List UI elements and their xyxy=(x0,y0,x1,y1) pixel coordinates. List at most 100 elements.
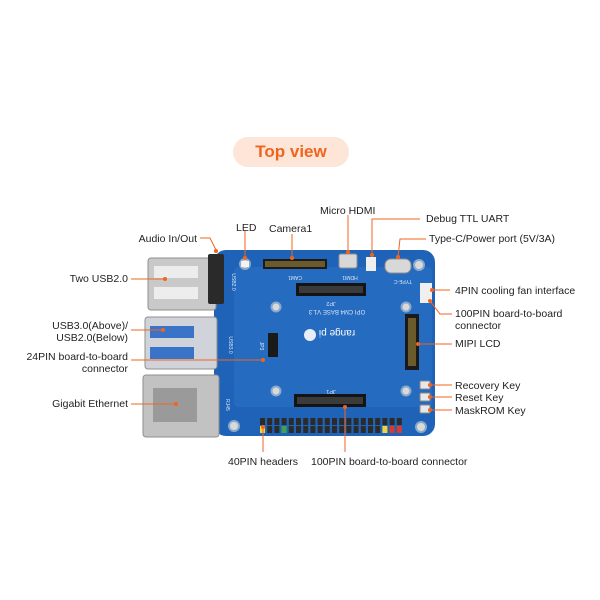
gpio-pin xyxy=(353,426,359,433)
gpio-pin xyxy=(360,418,366,425)
gpio-pin xyxy=(396,418,402,425)
gpio-pin xyxy=(324,418,330,425)
gpio-pin xyxy=(375,426,381,433)
gpio-pin xyxy=(288,418,294,425)
hole-low-left xyxy=(270,385,282,397)
label-40pin-headers: 40PIN headers xyxy=(228,456,299,468)
fan-connector xyxy=(420,283,432,303)
gpio-pin xyxy=(303,418,309,425)
gpio-pin xyxy=(346,418,352,425)
gpio-pin xyxy=(389,418,395,425)
logo-icon xyxy=(304,329,316,341)
gpio-pin xyxy=(310,426,316,433)
jp3-connector xyxy=(268,333,278,357)
gpio-pin xyxy=(360,426,366,433)
pcb-inner-panel xyxy=(234,267,432,407)
gpio-pin xyxy=(339,418,345,425)
gpio-pin xyxy=(296,426,301,433)
rj45-port xyxy=(142,374,220,438)
hole-bottom-right xyxy=(415,421,427,433)
hole-top-right xyxy=(413,259,425,271)
leader-audio xyxy=(200,237,217,251)
label-mipi-lcd: MIPI LCD xyxy=(455,338,501,350)
label-100pin-top-line2: connector xyxy=(455,320,502,332)
gpio-pin xyxy=(310,418,316,425)
gpio-pin xyxy=(353,418,359,425)
silk-rj45: RJ45 xyxy=(224,399,230,411)
gpio-pin xyxy=(382,418,388,425)
label-100pin-top-line1: 100PIN board-to-board xyxy=(455,308,563,320)
label-usb3-line2: USB2.0(Below) xyxy=(56,332,128,344)
label-led: LED xyxy=(236,222,257,234)
gpio-pin xyxy=(303,426,309,433)
leader-typec xyxy=(397,238,426,258)
gpio-pin xyxy=(281,426,287,433)
hole-mid-left xyxy=(270,301,282,313)
label-fan: 4PIN cooling fan interface xyxy=(455,285,576,297)
gpio-pin xyxy=(267,418,273,425)
label-debug-uart: Debug TTL UART xyxy=(426,213,510,225)
gpio-pin xyxy=(281,418,287,425)
key-buttons xyxy=(419,380,431,414)
label-reset-key: Reset Key xyxy=(455,392,504,404)
silk-cam: CAM1 xyxy=(288,274,302,280)
label-recovery-key: Recovery Key xyxy=(455,380,521,392)
label-24pin-line2: connector xyxy=(81,363,128,375)
gpio-pin xyxy=(267,426,273,433)
label-two-usb: Two USB2.0 xyxy=(69,273,128,285)
silk-model: OPI CM4 BASE V1.3 xyxy=(308,308,365,314)
leader-lines xyxy=(131,215,452,452)
label-micro-hdmi: Micro HDMI xyxy=(320,205,376,217)
audio-jack xyxy=(208,254,224,304)
silk-jp2: JP2 xyxy=(326,300,335,306)
gpio-pin xyxy=(389,426,395,433)
mounting-holes xyxy=(228,258,427,433)
leader-debug xyxy=(371,218,420,255)
gpio-pin xyxy=(368,418,373,425)
gpio-pin xyxy=(274,426,280,433)
hole-bottom-left xyxy=(228,420,240,432)
gpio-pin xyxy=(274,418,280,425)
silk-usb3: USB3.0 xyxy=(227,336,233,353)
leader-dots xyxy=(161,249,434,429)
page-title: Top view xyxy=(233,137,349,167)
usb2-port xyxy=(147,257,217,311)
gpio-pin xyxy=(332,418,337,425)
hole-low-right xyxy=(400,385,412,397)
label-camera: Camera1 xyxy=(269,223,313,235)
label-24pin-line1: 24PIN board-to-board xyxy=(26,351,128,363)
silk-brand: range pi xyxy=(319,327,355,338)
gpio-pin xyxy=(346,426,352,433)
gpio-pin xyxy=(382,426,388,433)
gpio-pin xyxy=(317,418,323,425)
usb3-port xyxy=(144,316,218,370)
silk-usb: USB2.0 xyxy=(230,273,236,290)
label-typec-power: Type-C/Power port (5V/3A) xyxy=(429,233,556,245)
gpio-pin xyxy=(332,426,337,433)
gpio-pin xyxy=(288,426,294,433)
hole-mid-right xyxy=(400,301,412,313)
label-usb3-line1: USB3.0(Above)/ xyxy=(52,320,128,332)
label-ethernet: Gigabit Ethernet xyxy=(52,398,128,410)
gpio-pin xyxy=(396,426,402,433)
leader-100-top xyxy=(429,300,452,315)
gpio-header-40pin xyxy=(260,418,402,433)
label-100pin-bottom: 100PIN board-to-board connector xyxy=(311,456,468,468)
gpio-pin xyxy=(339,426,345,433)
gpio-pin xyxy=(324,426,330,433)
label-audio: Audio In/Out xyxy=(138,233,197,245)
gpio-pin xyxy=(368,426,373,433)
gpio-pin xyxy=(375,418,381,425)
silk-jp3: JP3 xyxy=(258,342,264,351)
led-indicator xyxy=(241,261,249,267)
label-maskrom-key: MaskROM Key xyxy=(455,405,526,417)
gpio-pin xyxy=(317,426,323,433)
gpio-pin xyxy=(260,418,265,425)
gpio-pin xyxy=(296,418,301,425)
silk-hdmi: HDMI1 xyxy=(342,274,358,280)
silk-typec: TYPE-C xyxy=(393,278,412,284)
typec-port xyxy=(384,258,412,274)
silk-jp1: JP1 xyxy=(326,388,335,394)
micro-hdmi-port xyxy=(338,253,358,269)
